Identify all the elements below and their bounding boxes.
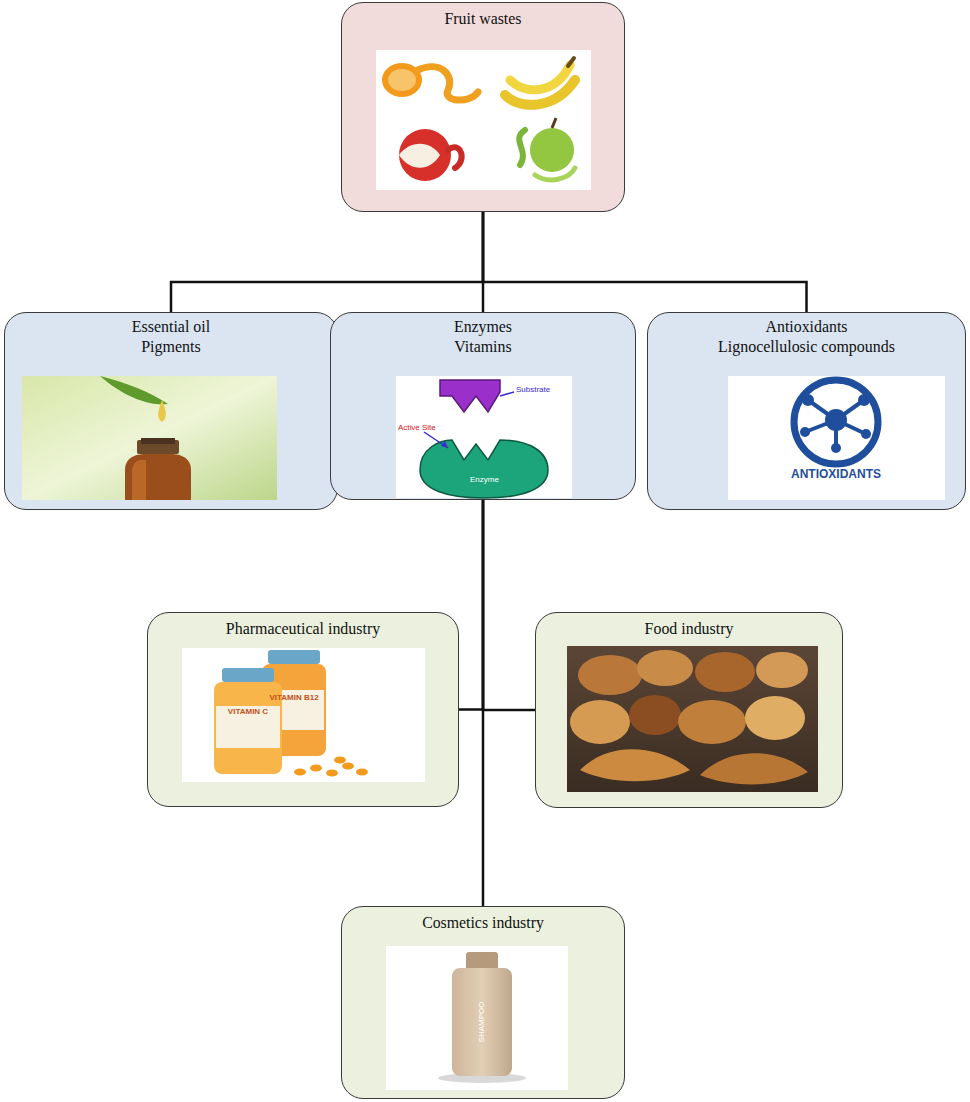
enzyme-substrate-picture	[396, 376, 572, 498]
picture-label: Substrate	[516, 386, 550, 394]
picture-label: Active Site	[398, 424, 436, 432]
picture-label: SHAMPOO	[478, 1002, 486, 1043]
node-text: Lignocellulosic compounds	[648, 337, 965, 357]
node-text: Pharmaceutical industry	[148, 619, 458, 639]
node-text: Vitamins	[331, 337, 635, 357]
node-text: Cosmetics industry	[342, 913, 624, 933]
tree-connector	[459, 500, 483, 710]
tree-connector	[171, 212, 483, 312]
node-text: Food industry	[536, 619, 842, 639]
shampoo-bottle-picture	[386, 946, 568, 1090]
node-text: Essential oil	[5, 317, 337, 337]
picture-label: ANTIOXIDANTS	[791, 468, 881, 480]
picture-label: VITAMIN C	[228, 708, 268, 716]
tree-connector	[482, 500, 485, 906]
node-text: Pigments	[5, 337, 337, 358]
fruit-peel-picture	[376, 50, 591, 190]
picture-label: VITAMIN B12	[269, 694, 318, 702]
node-text: Enzymes	[331, 317, 635, 337]
essential-oil-picture	[22, 376, 277, 500]
vitamin-bottles-picture	[182, 648, 425, 782]
tree-connector	[483, 212, 807, 312]
tree-connector	[483, 500, 535, 710]
picture-label: Enzyme	[470, 476, 499, 484]
node-text: Fruit wastes	[342, 9, 624, 29]
antioxidant-icon	[728, 376, 945, 500]
bakery-picture	[567, 646, 818, 792]
node-text: Antioxidants	[648, 317, 965, 337]
